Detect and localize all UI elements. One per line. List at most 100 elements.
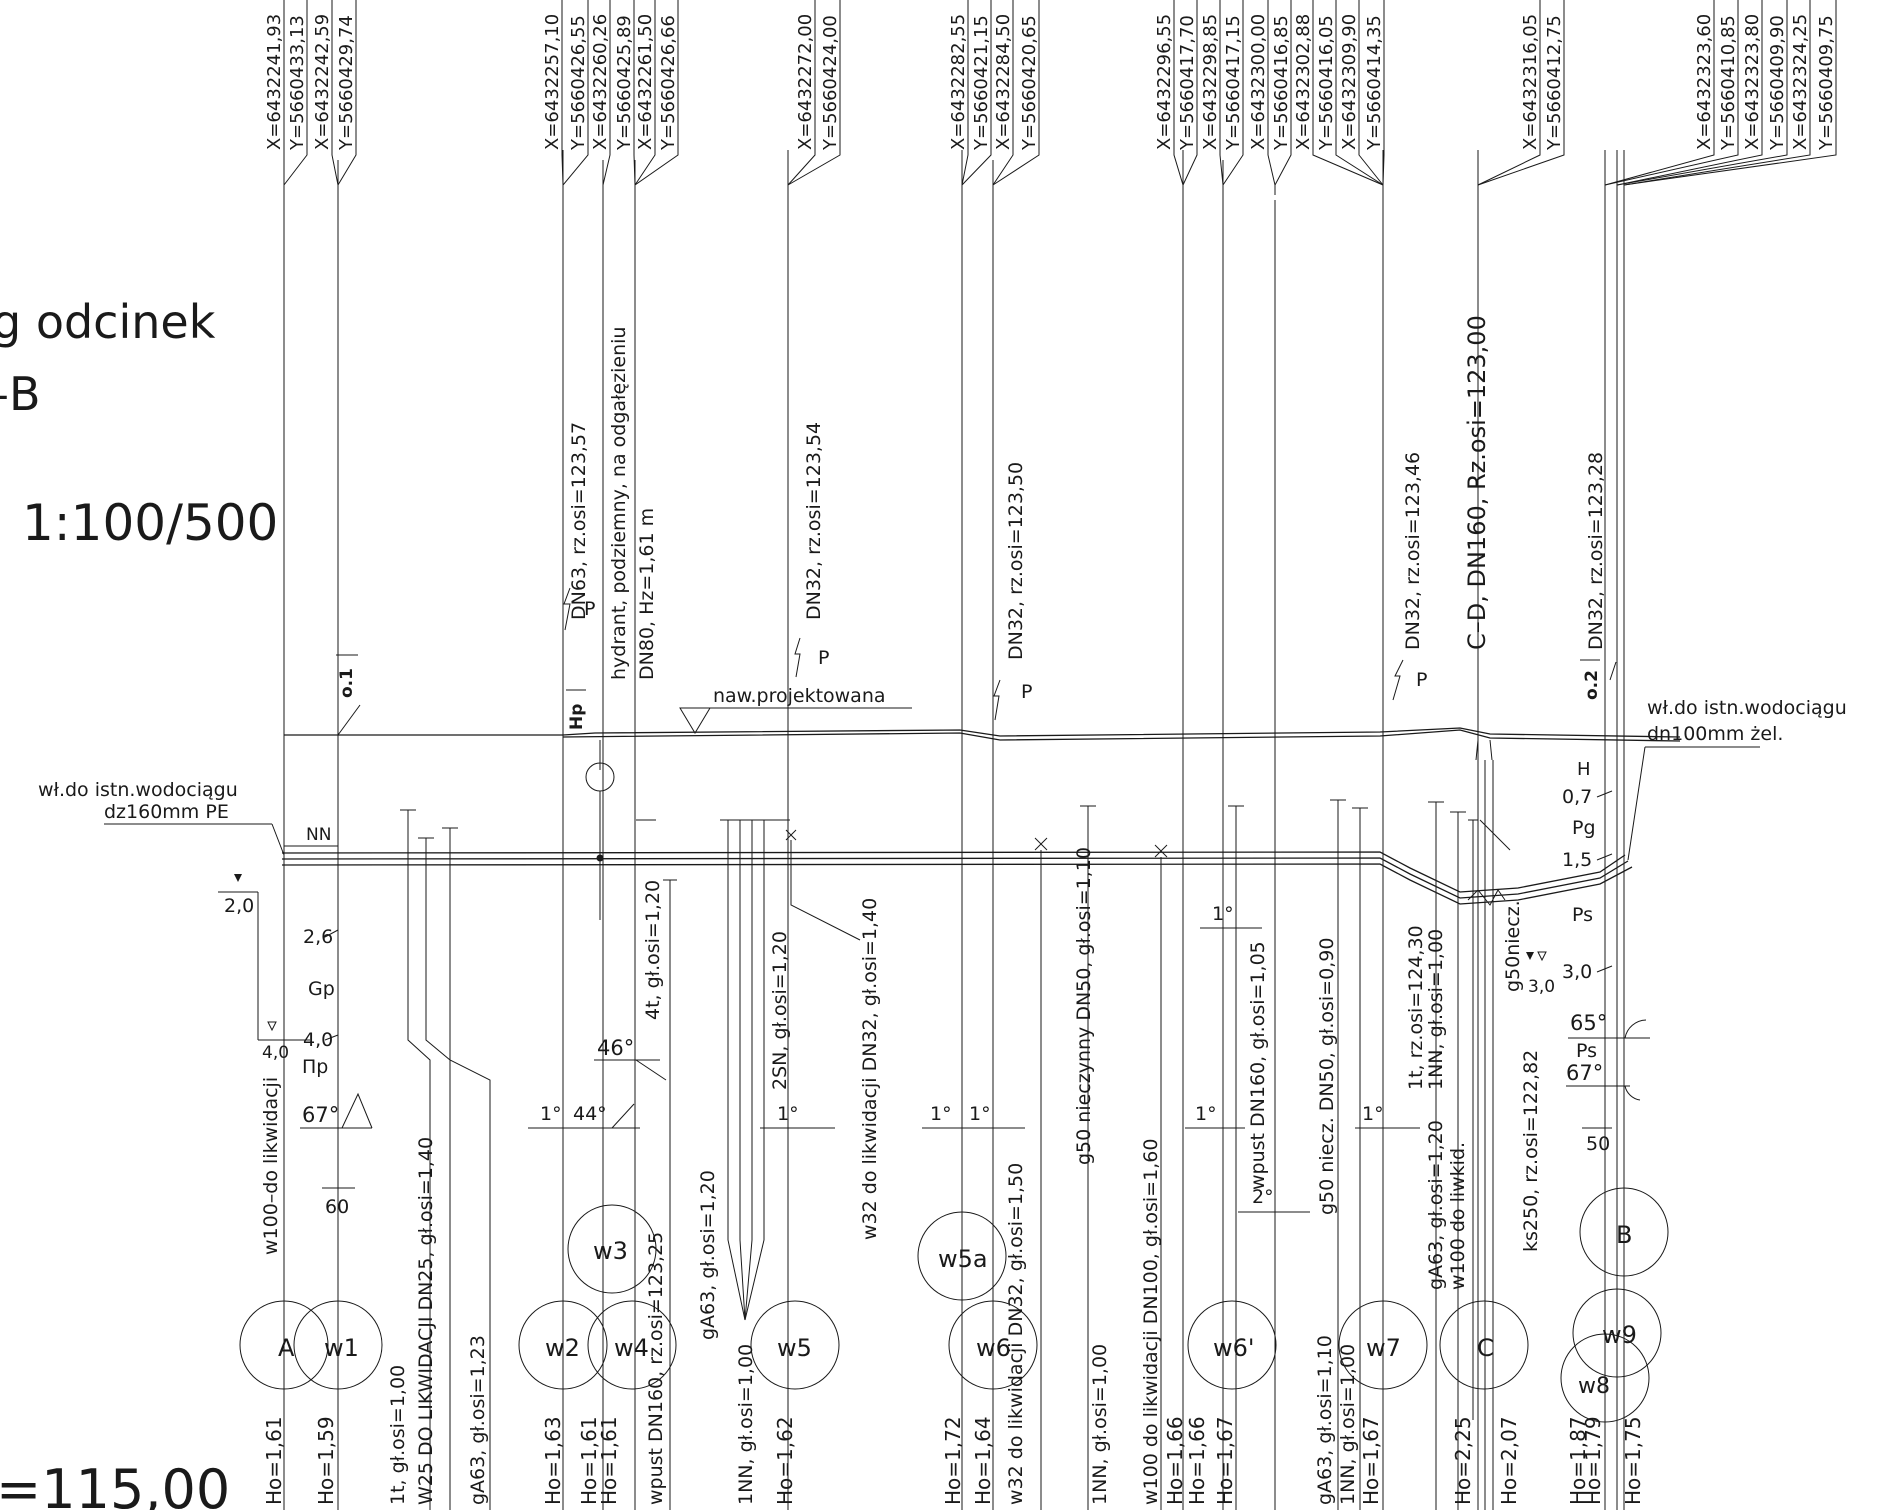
ho-2: Ho=1,63 — [541, 1416, 565, 1505]
note-ks250: ks250, rz.osi=122,82 — [1520, 1050, 1542, 1252]
coord-label: Y=5660416,85 — [1271, 15, 1292, 151]
title-line1: g odcinek — [0, 295, 216, 349]
coord-label: X=6432284,50 — [993, 14, 1014, 150]
node-w9: w9 — [1602, 1321, 1637, 1349]
marker-o2: o.2 — [1580, 659, 1602, 700]
node-w7-circle — [1338, 1300, 1428, 1390]
soil-right-4: Ps — [1572, 904, 1593, 926]
node-w9-circle — [1572, 1288, 1662, 1378]
ho-10: Ho=1,67 — [1213, 1416, 1237, 1505]
coord-label: X=6432300,00 — [1248, 14, 1269, 150]
coord-label: X=6432272,00 — [795, 14, 816, 150]
note-wpust-a: wpust DN160, rz.osi=123,25 — [645, 1232, 667, 1505]
coord-label: Y=5660414,35 — [1364, 15, 1385, 151]
left-connection-line1: wł.do istn.wodociągu — [38, 779, 238, 801]
soil-left-6: 67° — [302, 1103, 339, 1127]
ho-9: Ho=1,66 — [1185, 1416, 1209, 1505]
coord-label: X=6432316,05 — [1520, 14, 1541, 150]
right-connection-line2: dn100mm żel. — [1647, 723, 1783, 745]
note-1t-b: 1t, rz.osi=124,30 — [1405, 925, 1427, 1090]
note-dn32-d: DN32, rz.osi=123,28 — [1585, 452, 1607, 650]
note-1nn-b: 1NN, gł.osi=1,00 — [1089, 1344, 1111, 1505]
angle-5: 1° — [969, 1103, 991, 1125]
utility-crossings — [400, 739, 1511, 1510]
ho-12: Ho=2,25 — [1451, 1416, 1475, 1505]
note-dn63: DN63, rz.osi=123,57 — [568, 422, 590, 620]
node-B-circle — [1579, 1187, 1669, 1277]
note-1nn-a: 1NN, gł.osi=1,00 — [735, 1344, 757, 1505]
coord-label: X=6432242,59 — [312, 14, 333, 150]
soil-right-2: Pg — [1572, 817, 1596, 839]
note-w100-likw: w100–do likwidacji — [260, 1077, 282, 1255]
upper-notes: DN63, rz.osi=123,57 hydrant, podziemny, … — [568, 315, 1607, 680]
soil-left-5: Πp — [302, 1056, 328, 1078]
ho-4: Ho=1,61 — [597, 1416, 621, 1505]
angle-indicators: 1° 44° 46° 1° 1° 1° 1° 1° 2° 1° — [528, 903, 1420, 1213]
soil-right-9: 67° — [1566, 1061, 1603, 1085]
node-C-circle — [1439, 1300, 1529, 1390]
p-marker-4: P — [1416, 669, 1427, 691]
note-dn32-b: DN32, rz.osi=123,50 — [1005, 462, 1027, 660]
coord-label: Y=5660409,75 — [1816, 15, 1837, 151]
coord-label: Y=5660420,65 — [1019, 15, 1040, 151]
soil-left-3: 4,0 — [303, 1029, 333, 1051]
angle-1: 44° — [573, 1103, 607, 1125]
note-1nn-d: 1NN, gł.osi=1,00 — [1425, 929, 1447, 1090]
p-markers: P P P P — [563, 587, 1617, 721]
node-w1-circle — [293, 1300, 383, 1390]
node-A: A — [278, 1334, 295, 1362]
note-w100-liwkid: w100 do liwkid. — [1447, 1142, 1469, 1290]
note-2sn: 2SN, gł.osi=1,20 — [769, 931, 791, 1090]
ho-16: Ho=1,75 — [1621, 1416, 1645, 1505]
note-1t-a: 1t, gł.osi=1,00 — [387, 1365, 409, 1505]
datum-label: =115,00 — [0, 1458, 230, 1510]
coord-label: Y=5660433,13 — [287, 15, 308, 151]
node-C: C — [1477, 1334, 1494, 1362]
note-hydrant: hydrant, podziemny, na odgałęzieniu — [608, 327, 630, 680]
coord-label: Y=5660429,74 — [336, 15, 357, 151]
soil-left-0: 2,0 — [224, 895, 254, 917]
ho-6: Ho=1,72 — [941, 1416, 965, 1505]
node-w8: w8 — [1578, 1374, 1610, 1399]
title-line2: –B — [0, 367, 41, 421]
soil-right-6: 3,0 — [1528, 977, 1555, 997]
coord-label: X=6432257,10 — [542, 14, 563, 150]
soil-column-right: H 0,7 Pg 1,5 Ps 3,0 3,0 65° Ps 67° 50 — [1526, 759, 1650, 1155]
left-connection-line2: dz160mm PE — [104, 801, 229, 823]
angle-9: 1° — [1362, 1103, 1384, 1125]
node-w5a-circle — [917, 1211, 1007, 1301]
scale-label: 1:100/500 — [22, 494, 278, 552]
coord-label: Y=5660409,90 — [1767, 15, 1788, 151]
water-main-pipe — [281, 851, 1633, 905]
note-g50-b: g50 niecz. DN50, gł.osi=0,90 — [1316, 938, 1338, 1215]
node-w3-circle — [567, 1204, 657, 1294]
node-w5-circle — [750, 1300, 840, 1390]
node-w8-circle — [1560, 1333, 1650, 1423]
soil-left-4: 4,0 — [262, 1043, 289, 1063]
ho-labels: Ho=1,61 Ho=1,59 Ho=1,63 Ho=1,61 Ho=1,61 … — [262, 1416, 1645, 1505]
soil-right-0: H — [1577, 759, 1591, 780]
marker-o1: o.1 — [336, 654, 361, 736]
marker-o2-label: o.2 — [1582, 670, 1602, 700]
soil-column-left: 2,0 2,6 Gp 4,0 4,0 Πp 67° 60 — [218, 874, 373, 1218]
coord-label: Y=5660425,89 — [614, 15, 635, 151]
coord-label: X=6432260,26 — [590, 14, 611, 150]
note-g50niecz: g50niecz. — [1502, 900, 1524, 992]
coord-label: X=6432302,88 — [1293, 14, 1314, 150]
coord-label: Y=5660417,70 — [1177, 15, 1198, 151]
ho-5: Ho=1,62 — [773, 1416, 797, 1505]
coord-label: X=6432282,55 — [948, 14, 969, 150]
note-ga63-d: gA63, gł.osi=1,20 — [1425, 1120, 1447, 1290]
node-w4-circle — [587, 1300, 677, 1390]
note-4t: 4t, gł.osi=1,20 — [642, 880, 664, 1020]
node-w6-circle — [948, 1300, 1038, 1390]
soil-right-1: 0,7 — [1562, 786, 1592, 808]
node-w7: w7 — [1366, 1334, 1401, 1362]
soil-right-8: Ps — [1576, 1040, 1597, 1062]
node-layer: A w1 w2 w3 w4 w5 w5a w6 w6' w7 C B w8 w9 — [239, 1187, 1669, 1423]
coord-label: X=6432324,25 — [1790, 14, 1811, 150]
soil-right-7: 65° — [1570, 1011, 1607, 1035]
note-cd-dn160: C–D, DN160, Rz.osi=123,00 — [1463, 315, 1491, 650]
angle-8: 2° — [1252, 1186, 1274, 1208]
